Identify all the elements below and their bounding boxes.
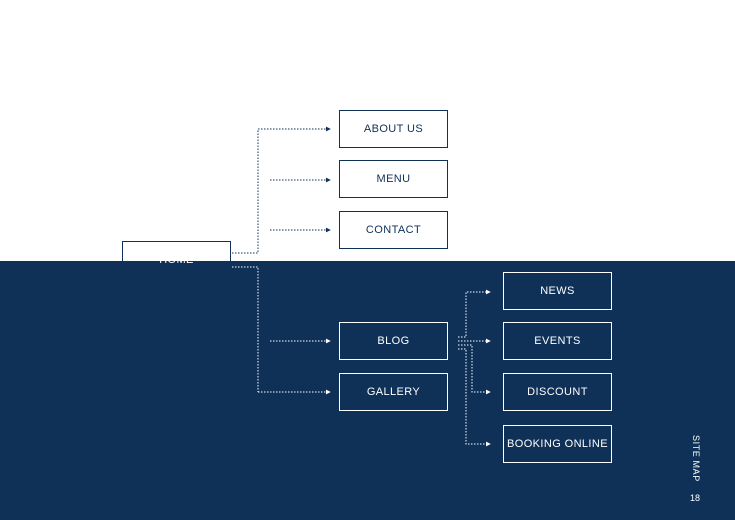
news-node: NEWS bbox=[503, 272, 612, 310]
menu-label: MENU bbox=[376, 173, 411, 185]
booking-online-label: BOOKING ONLINE bbox=[507, 438, 608, 450]
events-node: EVENTS bbox=[503, 322, 612, 360]
about-us-label: ABOUT US bbox=[363, 123, 424, 135]
news-label: NEWS bbox=[540, 285, 575, 297]
booking-online-node: BOOKING ONLINE bbox=[503, 425, 612, 463]
blog-label: BLOG bbox=[377, 335, 410, 347]
events-label: EVENTS bbox=[534, 335, 581, 347]
section-label-text: SITE MAP bbox=[691, 435, 701, 482]
gallery-node: GALLERY bbox=[339, 373, 448, 411]
contact-node: CONTACT bbox=[339, 211, 448, 249]
gallery-label: GALLERY bbox=[366, 386, 421, 398]
menu-node: MENU bbox=[339, 160, 448, 198]
home-upper-connector bbox=[232, 126, 331, 254]
blog-node: BLOG bbox=[339, 322, 448, 360]
home-node: HOME bbox=[122, 241, 231, 279]
section-label: SITE MAP bbox=[689, 435, 703, 483]
contact-label: CONTACT bbox=[365, 224, 422, 236]
about-us-node: ABOUT US bbox=[339, 110, 448, 148]
page-number: 18 bbox=[689, 493, 700, 503]
discount-node: DISCOUNT bbox=[503, 373, 612, 411]
discount-label: DISCOUNT bbox=[527, 386, 588, 398]
home-node-label: HOME bbox=[159, 254, 194, 266]
navy-background-band bbox=[0, 261, 735, 520]
